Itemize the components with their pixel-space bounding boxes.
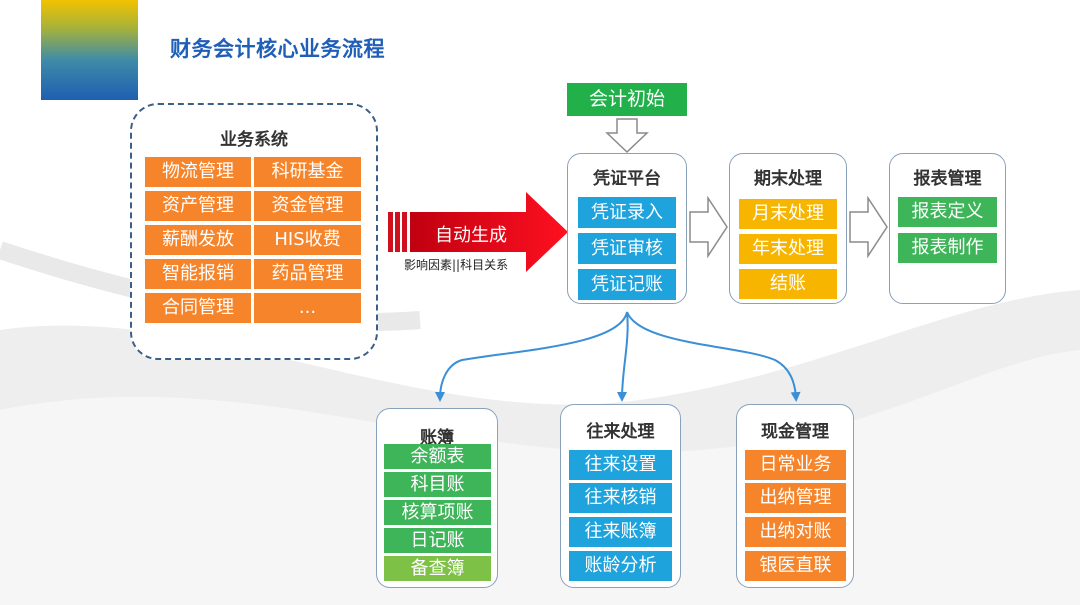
biz-item-smart-reimburse[interactable]: 智能报销 — [145, 259, 251, 289]
biz-item-more: ... — [254, 293, 361, 323]
biz-item-contract[interactable]: 合同管理 — [145, 293, 251, 323]
cashier-reconciliation[interactable]: 出纳对账 — [745, 517, 846, 547]
accounting-init-button[interactable]: 会计初始 — [567, 83, 687, 116]
biz-item-research-fund[interactable]: 科研基金 — [254, 157, 361, 187]
flow-arrow-2 — [849, 196, 888, 258]
cash-management-title: 现金管理 — [761, 422, 829, 442]
voucher-review[interactable]: 凭证审核 — [578, 233, 676, 264]
cashier-management[interactable]: 出纳管理 — [745, 483, 846, 513]
year-end-processing[interactable]: 年末处理 — [739, 234, 837, 264]
transactions-setup[interactable]: 往来设置 — [569, 450, 672, 480]
report-definition[interactable]: 报表定义 — [898, 197, 997, 227]
period-end-title: 期末处理 — [754, 169, 822, 189]
bank-hospital-link[interactable]: 银医直联 — [745, 551, 846, 581]
transactions-writeoff[interactable]: 往来核销 — [569, 483, 672, 513]
transactions-title: 往来处理 — [586, 422, 655, 442]
report-production[interactable]: 报表制作 — [898, 233, 997, 263]
voucher-entry[interactable]: 凭证录入 — [578, 197, 676, 228]
month-end-processing[interactable]: 月末处理 — [739, 199, 837, 229]
ledger-subject-account[interactable]: 科目账 — [384, 472, 491, 497]
biz-item-funds[interactable]: 资金管理 — [254, 191, 361, 221]
biz-item-his-charge[interactable]: HIS收费 — [254, 225, 361, 255]
biz-item-logistics[interactable]: 物流管理 — [145, 157, 251, 187]
ledger-title: 账簿 — [420, 428, 454, 448]
ledger-balance-sheet[interactable]: 余额表 — [384, 444, 491, 469]
flow-arrow-1 — [689, 196, 728, 258]
report-management-panel: 报表管理 — [889, 153, 1006, 304]
biz-item-pharma[interactable]: 药品管理 — [254, 259, 361, 289]
aging-analysis[interactable]: 账龄分析 — [569, 551, 672, 581]
page-title: 财务会计核心业务流程 — [170, 37, 385, 61]
arrow-caption: 影响因素||科目关系 — [404, 258, 509, 272]
report-management-title: 报表管理 — [913, 169, 982, 189]
daily-business[interactable]: 日常业务 — [745, 450, 846, 480]
closing[interactable]: 结账 — [739, 269, 837, 299]
voucher-posting[interactable]: 凭证记账 — [578, 269, 676, 300]
biz-item-payroll[interactable]: 薪酬发放 — [145, 225, 251, 255]
voucher-platform-title: 凭证平台 — [593, 169, 661, 189]
transactions-books[interactable]: 往来账簿 — [569, 517, 672, 547]
auto-generate-arrow — [388, 192, 568, 272]
ledger-memo-book[interactable]: 备查簿 — [384, 556, 491, 581]
ledger-journal[interactable]: 日记账 — [384, 528, 491, 553]
ledger-accounting-item[interactable]: 核算项账 — [384, 500, 491, 525]
business-system-title: 业务系统 — [220, 130, 288, 150]
auto-generate-label: 自动生成 — [435, 225, 507, 246]
init-down-arrow — [605, 118, 649, 154]
corner-accent-block — [41, 0, 138, 100]
biz-item-assets[interactable]: 资产管理 — [145, 191, 251, 221]
